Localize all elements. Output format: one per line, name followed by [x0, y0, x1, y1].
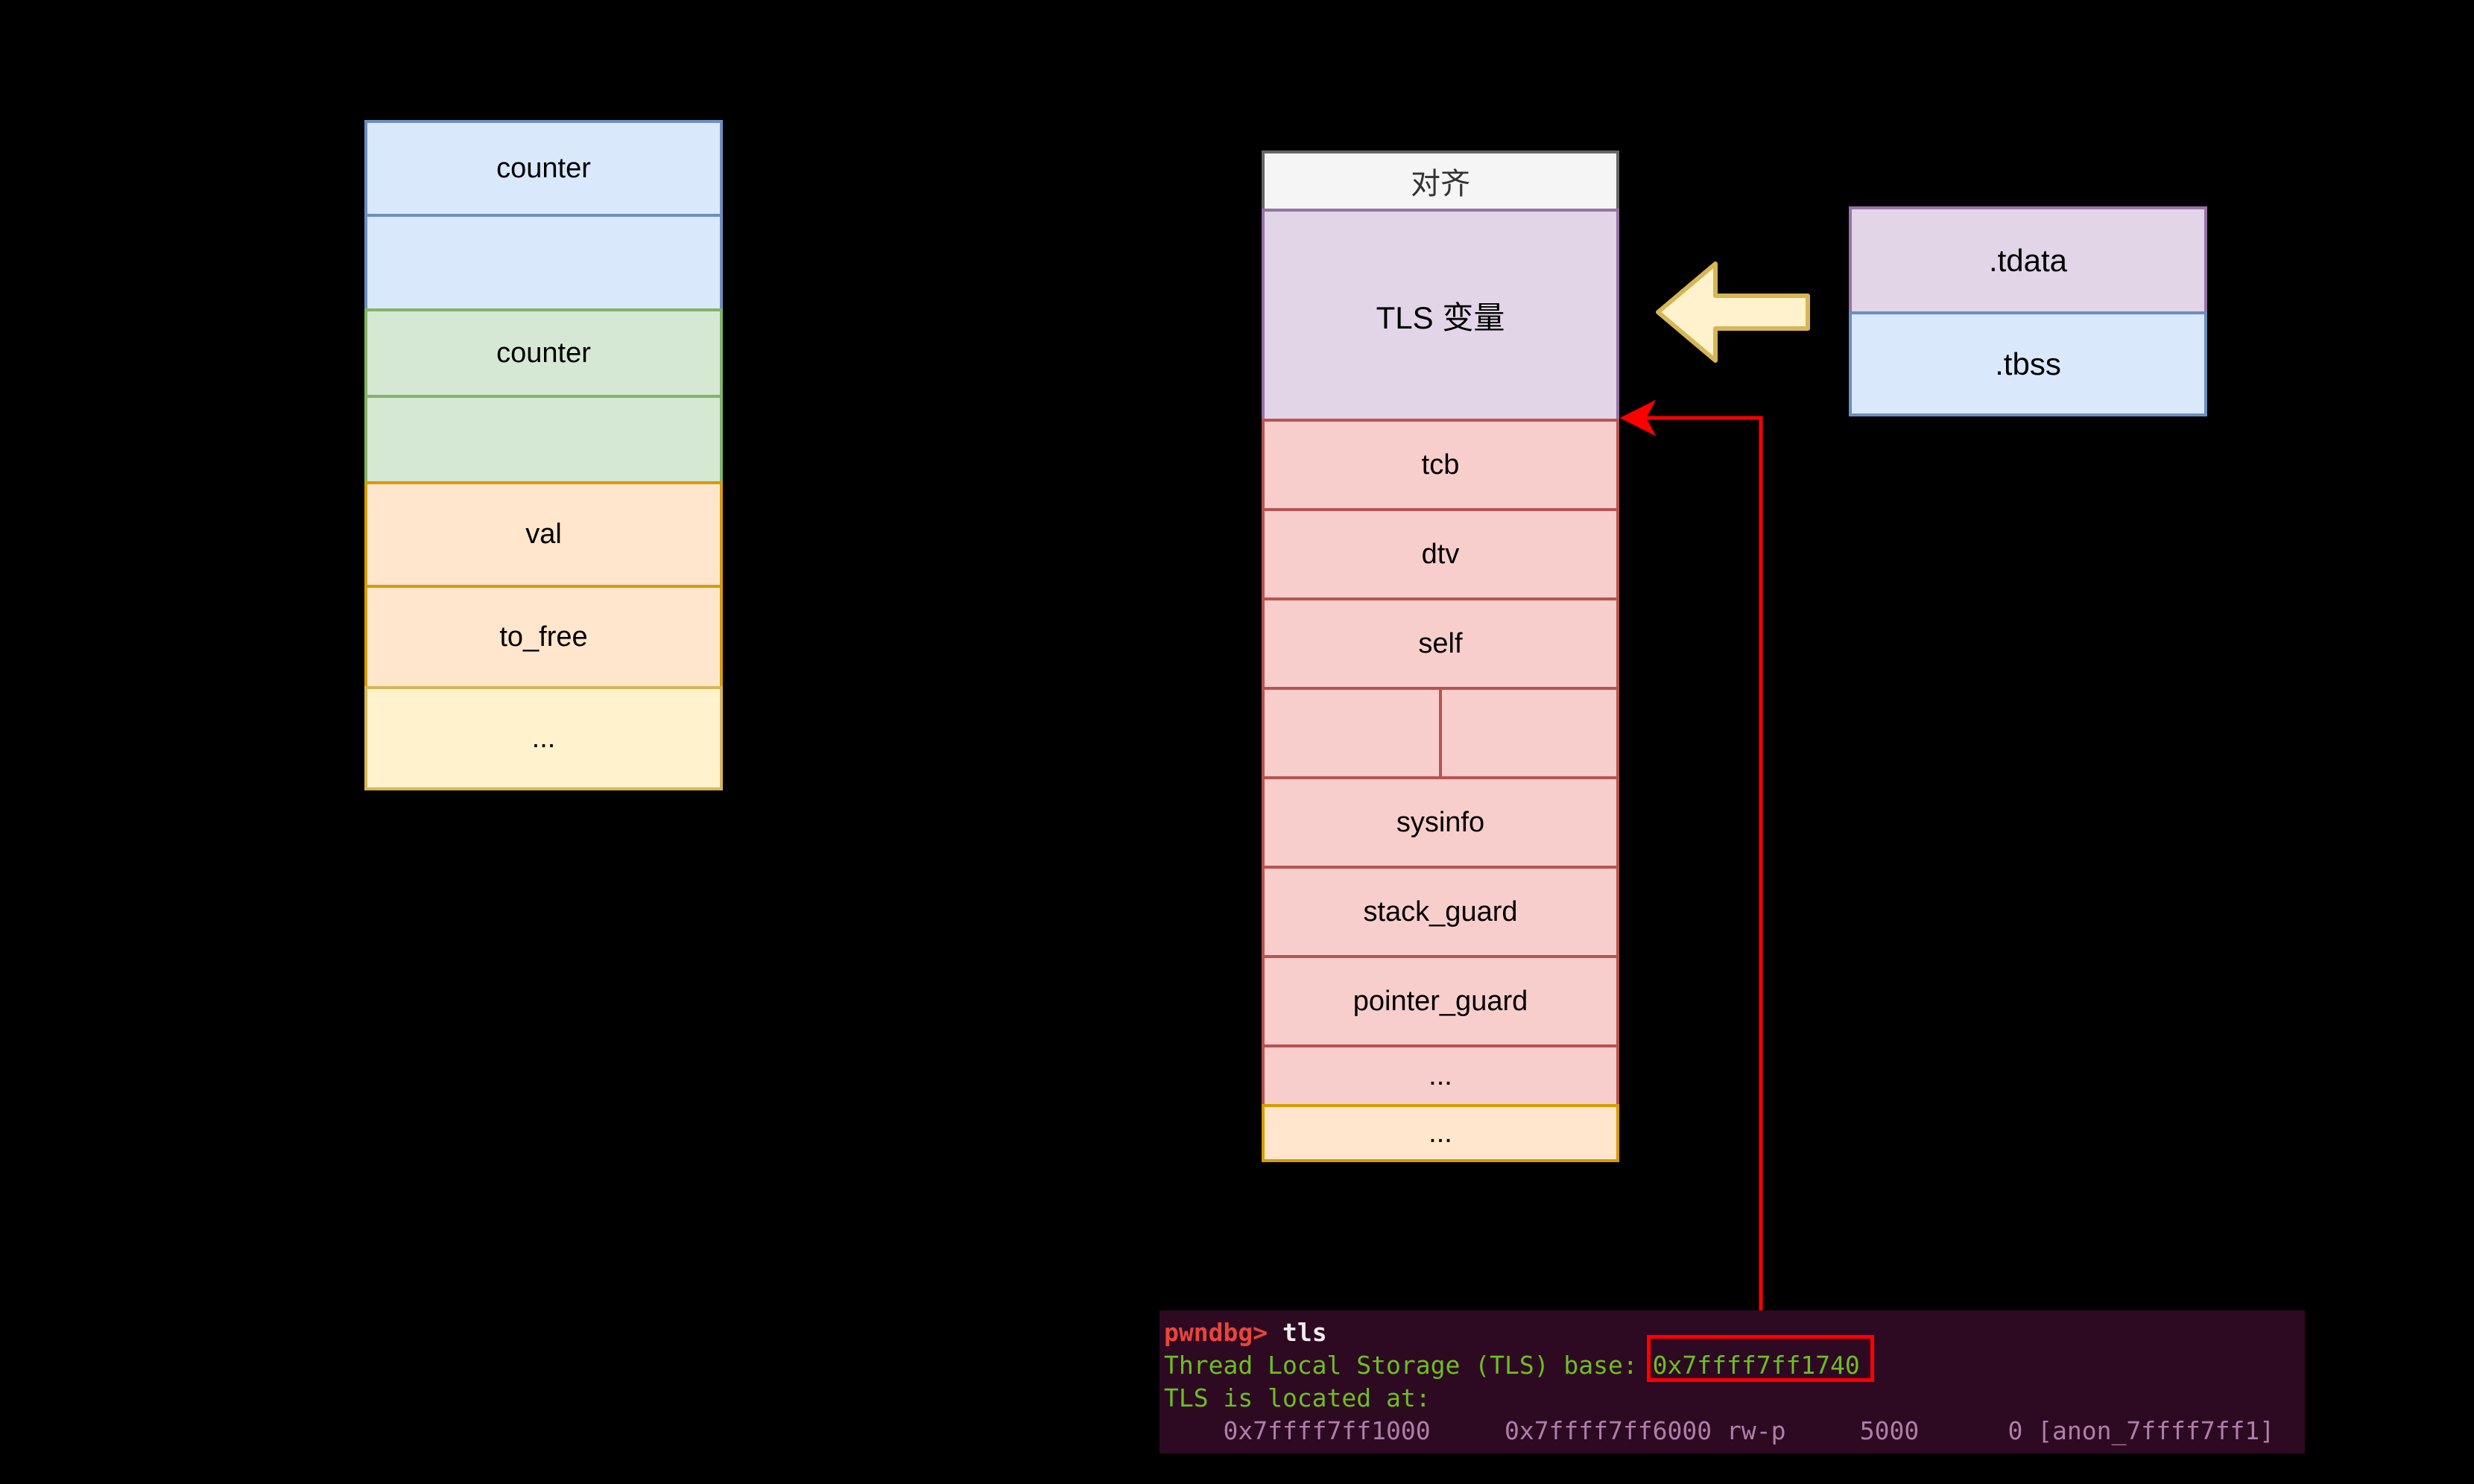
cell-label: 对齐: [1411, 168, 1470, 200]
memory-cell: ...: [364, 686, 723, 790]
pwndbg-prompt: pwndbg>: [1164, 1449, 1282, 1453]
tls-base-pointer-line: [1628, 416, 1763, 1334]
memory-cell: sysinfo: [1262, 776, 1619, 869]
memory-cell: counter: [364, 120, 723, 217]
cell-label: stack_guard: [1363, 895, 1518, 928]
memory-cell: ...: [1262, 1044, 1619, 1107]
pwndbg-prompt: pwndbg>: [1164, 1318, 1282, 1347]
cell-label: pointer_guard: [1353, 985, 1528, 1017]
alignment-header: 对齐: [1262, 150, 1619, 212]
cell-label: to_free: [499, 621, 588, 653]
memory-cell: dtv: [1262, 508, 1619, 600]
cell-divider: [1439, 690, 1442, 776]
terminal-line: pwndbg>: [1164, 1447, 1282, 1453]
tls-command: tls: [1282, 1318, 1327, 1347]
terminal-line: 0x7ffff7ff1000 0x7ffff7ff6000 rw-p 5000 …: [1164, 1415, 2274, 1447]
cell-label: val: [525, 519, 562, 550]
vmmap-entry: 0x7ffff7ff1000 0x7ffff7ff6000 rw-p 5000 …: [1164, 1416, 2275, 1445]
cell-label: ...: [531, 722, 556, 754]
address-highlight-box: [1647, 1335, 1874, 1382]
memory-cell: self: [1262, 597, 1619, 690]
tls-base-pointer-arrowhead-icon: [1619, 399, 1657, 437]
memory-cell: stack_guard: [1262, 866, 1619, 958]
terminal-line: Thread Local Storage (TLS) base: 0x7ffff…: [1164, 1349, 1860, 1382]
pwndbg-terminal: pwndbg> tls Thread Local Storage (TLS) b…: [1160, 1310, 2305, 1453]
cell-label: counter: [496, 337, 591, 369]
cell-label: self: [1418, 627, 1463, 659]
cell-label: counter: [496, 152, 591, 184]
memory-cell: ...: [1262, 1104, 1619, 1162]
cell-label: ...: [1429, 1059, 1452, 1091]
memory-cell: [364, 395, 723, 484]
tdata-cell: .tdata: [1849, 206, 2207, 314]
copy-sections-left-arrow-icon: [1656, 261, 1810, 363]
cell-label: .tbss: [1995, 346, 2061, 381]
cell-label: TLS 变量: [1376, 299, 1505, 335]
memory-cell: tcb: [1262, 419, 1619, 511]
cell-label: ...: [1429, 1117, 1452, 1149]
tls-located-text: TLS is located at:: [1164, 1383, 1431, 1412]
memory-cell: [1262, 687, 1619, 779]
cell-label: tcb: [1421, 448, 1460, 481]
tls-variables-cell: TLS 变量: [1262, 209, 1619, 422]
memory-cell: [364, 214, 723, 311]
tls-base-text: Thread Local Storage (TLS) base:: [1164, 1351, 1653, 1380]
cell-label: sysinfo: [1396, 806, 1485, 838]
terminal-line: TLS is located at:: [1164, 1382, 1431, 1415]
cell-label: dtv: [1421, 538, 1460, 570]
memory-cell: val: [364, 481, 723, 588]
memory-cell: to_free: [364, 585, 723, 689]
tls-base-address: 0x7ffff7ff1740: [1652, 1351, 1860, 1380]
cell-label: .tdata: [1988, 242, 2068, 278]
terminal-line: pwndbg> tls: [1164, 1316, 1327, 1349]
tbss-cell: .tbss: [1849, 311, 2207, 416]
memory-cell: pointer_guard: [1262, 955, 1619, 1047]
memory-cell: counter: [364, 308, 723, 398]
